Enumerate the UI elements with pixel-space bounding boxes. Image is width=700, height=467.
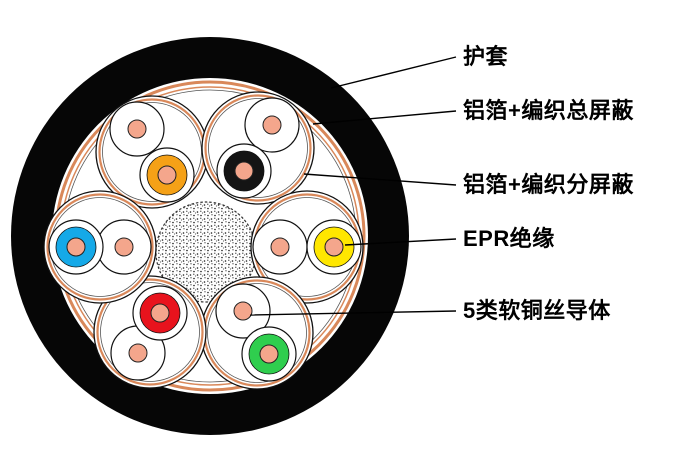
leader-line bbox=[344, 238, 457, 246]
label-sheath: 护套 bbox=[463, 44, 509, 69]
copper-core bbox=[66, 237, 86, 257]
copper-core bbox=[233, 301, 253, 321]
pair-shield-foil-ring bbox=[96, 278, 204, 386]
copper-core bbox=[262, 115, 282, 135]
label-overall-shield: 铝箔+编织总屏蔽 bbox=[463, 98, 634, 123]
wire-pair bbox=[250, 190, 364, 304]
leader-line bbox=[312, 110, 457, 125]
pair-shield-foil-ring bbox=[204, 94, 312, 202]
label-copper-conductor: 5类软铜丝导体 bbox=[463, 298, 611, 323]
wire-pair bbox=[95, 95, 209, 209]
copper-core bbox=[150, 303, 170, 323]
label-pair-shield: 铝箔+编织分屏蔽 bbox=[463, 172, 634, 197]
pair-shield-braid-ring bbox=[207, 283, 307, 383]
pair-shield-braid-ring bbox=[208, 98, 308, 198]
wire-pair bbox=[200, 276, 314, 390]
copper-core bbox=[259, 344, 279, 364]
leader-line bbox=[330, 56, 457, 89]
pair-shield-braid-ring bbox=[100, 282, 200, 382]
copper-core bbox=[157, 165, 177, 185]
pair-shield-foil-ring bbox=[46, 193, 154, 301]
copper-core bbox=[234, 161, 254, 181]
copper-core bbox=[128, 343, 148, 363]
copper-core bbox=[324, 237, 344, 257]
wire-pair bbox=[201, 91, 315, 205]
copper-core bbox=[127, 119, 147, 139]
copper-core bbox=[114, 237, 134, 257]
leader-line bbox=[249, 310, 457, 316]
leader-line bbox=[303, 173, 457, 186]
wire-pair bbox=[43, 190, 157, 304]
copper-core bbox=[270, 237, 290, 257]
wire-pair bbox=[93, 275, 207, 389]
label-epr-insulation: EPR绝缘 bbox=[463, 226, 555, 251]
